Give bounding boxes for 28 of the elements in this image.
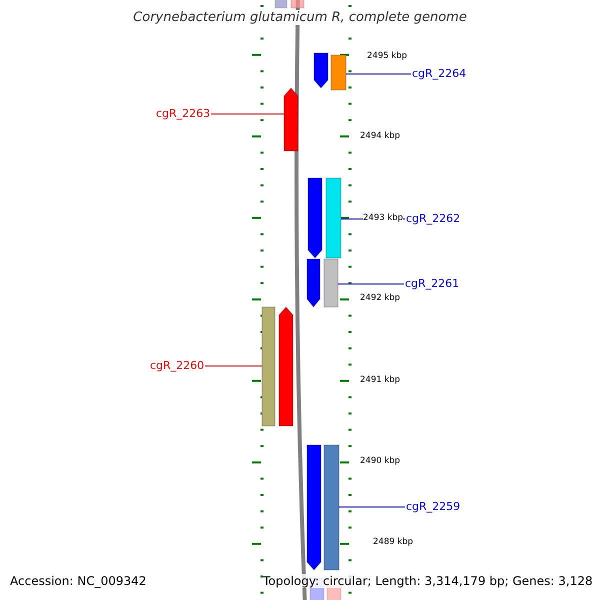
scale-label: 2495 kbp [367,51,408,61]
genome-summary: Topology: circular; Length: 3,314,179 bp; Genes: 3,128 [263,574,593,588]
scale-label: 2490 kbp [360,456,400,466]
scale-label: 2489 kbp [373,537,414,547]
gene-block [306,258,320,308]
gene-label: cgR_2260 [150,358,204,373]
gene-bar [326,178,342,258]
gene-label: cgR_2263 [156,106,210,121]
gene-block [306,444,322,571]
leader-line [338,506,406,508]
gene-label: cgR_2262 [406,211,460,226]
scale-label: 2494 kbp [360,131,400,141]
gene-bar [324,444,340,570]
gene-block [314,52,328,89]
gene-block [278,306,294,426]
gene-label: cgR_2259 [406,499,460,514]
gene-block [308,178,322,259]
map-title: Corynebacterium glutamicum R, complete genome [131,10,469,25]
gene-block [284,87,298,152]
gene-bar [324,258,338,308]
scale-label: 2493 kbp [363,213,404,223]
scale-label: 2492 kbp [360,293,400,303]
accession-note: Accession: NC_009342 [10,574,146,588]
gene-label: cgR_2264 [412,66,466,81]
gene-bar [262,306,276,426]
scale-label: 2491 kbp [360,375,400,385]
gene-bar [330,54,346,90]
gene-label: cgR_2261 [405,276,460,291]
